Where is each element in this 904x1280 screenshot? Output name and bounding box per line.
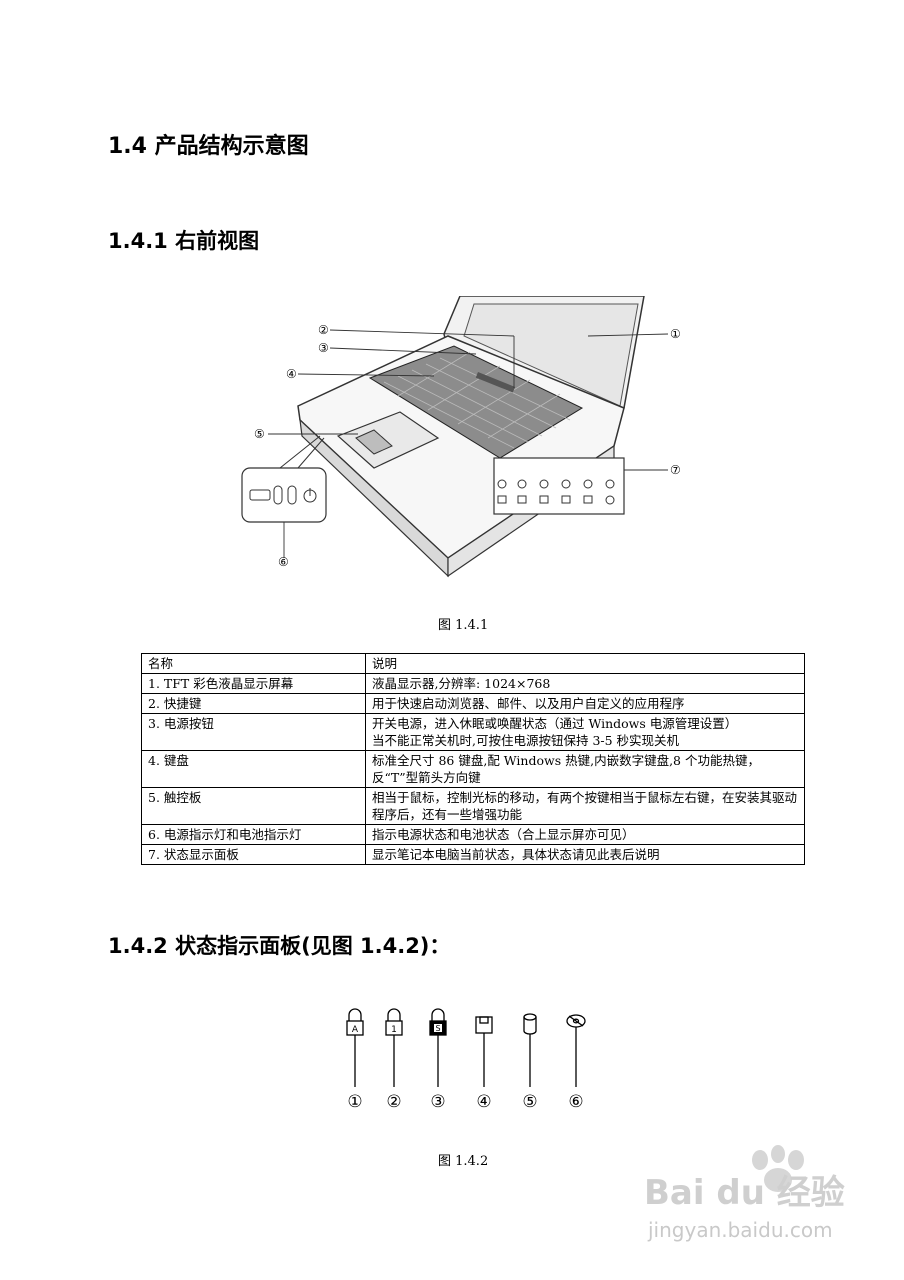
row-desc: 用于快速启动浏览器、邮件、以及用户自定义的应用程序 bbox=[365, 693, 805, 714]
svg-text:1: 1 bbox=[391, 1025, 397, 1035]
table-row: 3. 电源按钮 开关电源，进入休眠或唤醒状态（通过 Windows 电源管理设置… bbox=[141, 713, 805, 751]
row-desc: 液晶显示器,分辨率: 1024×768 bbox=[365, 673, 805, 694]
icon-number-1: ① bbox=[347, 1092, 362, 1112]
power-indicator-box bbox=[241, 467, 327, 523]
watermark-url: jingyan.baidu.com bbox=[648, 1218, 833, 1242]
row-desc: 指示电源状态和电池状态（合上显示屏亦可见） bbox=[365, 824, 805, 845]
table-row: 5. 触控板 相当于鼠标，控制光标的移动，有两个按键相当于鼠标左右键，在安装其驱… bbox=[141, 787, 805, 825]
row-desc: 显示笔记本电脑当前状态，具体状态请见此表后说明 bbox=[365, 844, 805, 865]
table-row: 1. TFT 彩色液晶显示屏幕 液晶显示器,分辨率: 1024×768 bbox=[141, 673, 805, 694]
row-name: 5. 触控板 bbox=[141, 787, 366, 825]
row-desc-line: 当不能正常关机时,可按住电源按钮保持 3-5 秒实现关机 bbox=[372, 733, 680, 748]
callout-7: ⑦ bbox=[670, 463, 681, 477]
callout-6: ⑥ bbox=[278, 555, 289, 569]
table-row: 7. 状态显示面板 显示笔记本电脑当前状态，具体状态请见此表后说明 bbox=[141, 844, 805, 865]
touchpad bbox=[336, 411, 440, 469]
row-desc-line: 开关电源，进入休眠或唤醒状态（通过 Windows 电源管理设置） bbox=[372, 716, 738, 731]
figure1-caption: 图 1.4.1 bbox=[438, 618, 489, 633]
icon-number-5: ⑤ bbox=[522, 1092, 537, 1112]
icon-number-4: ④ bbox=[476, 1092, 491, 1112]
row-desc: 开关电源，进入休眠或唤醒状态（通过 Windows 电源管理设置） 当不能正常关… bbox=[365, 713, 805, 751]
front-view-heading: 1.4.1 右前视图 bbox=[108, 229, 260, 253]
row-name: 4. 键盘 bbox=[141, 750, 366, 788]
table-row: 2. 快捷键 用于快速启动浏览器、邮件、以及用户自定义的应用程序 bbox=[141, 693, 805, 714]
callout-3: ③ bbox=[318, 341, 329, 355]
table-header-desc: 说明 bbox=[365, 653, 805, 674]
table-header-row: 名称 说明 bbox=[141, 653, 805, 674]
icon-number-6: ⑥ bbox=[568, 1092, 583, 1112]
row-name: 2. 快捷键 bbox=[141, 693, 366, 714]
svg-text:S: S bbox=[435, 1024, 440, 1033]
svg-text:A: A bbox=[352, 1025, 359, 1035]
status-icons-diagram: A 1 S ① ② ③ ④ ⑤ ⑥ bbox=[346, 1008, 586, 1112]
section-heading: 1.4 产品结构示意图 bbox=[108, 134, 309, 159]
keyboard bbox=[368, 345, 584, 459]
spec-table: 名称 说明 1. TFT 彩色液晶显示屏幕 液晶显示器,分辨率: 1024×76… bbox=[141, 653, 805, 865]
row-name: 6. 电源指示灯和电池指示灯 bbox=[141, 824, 366, 845]
table-row: 6. 电源指示灯和电池指示灯 指示电源状态和电池状态（合上显示屏亦可见） bbox=[141, 824, 805, 845]
icon-number-3: ③ bbox=[430, 1092, 445, 1112]
laptop-diagram: ① ② ③ ④ ⑤ ⑥ ⑦ bbox=[241, 296, 681, 578]
callout-5: ⑤ bbox=[254, 427, 265, 441]
row-desc: 标准全尺寸 86 键盘,配 Windows 热键,内嵌数字键盘,8 个功能热键，… bbox=[365, 750, 805, 788]
floppy-icon bbox=[475, 1016, 493, 1034]
table-row: 4. 键盘 标准全尺寸 86 键盘,配 Windows 热键,内嵌数字键盘,8 … bbox=[141, 750, 805, 788]
hdd-icon bbox=[523, 1013, 537, 1035]
callout-4: ④ bbox=[286, 367, 297, 381]
callout-2: ② bbox=[318, 323, 329, 337]
row-name: 7. 状态显示面板 bbox=[141, 844, 366, 865]
svg-text:Bai du 经验: Bai du 经验 bbox=[644, 1173, 845, 1213]
cd-icon bbox=[566, 1014, 586, 1028]
row-desc: 相当于鼠标，控制光标的移动，有两个按键相当于鼠标左右键，在安装其驱动程序后，还有… bbox=[365, 787, 805, 825]
icon-number-2: ② bbox=[386, 1092, 401, 1112]
table-header-name: 名称 bbox=[141, 653, 366, 674]
status-panel-box bbox=[493, 457, 625, 515]
status-panel-heading: 1.4.2 状态指示面板(见图 1.4.2)： bbox=[108, 934, 451, 958]
row-name: 3. 电源按钮 bbox=[141, 713, 366, 751]
row-name: 1. TFT 彩色液晶显示屏幕 bbox=[141, 673, 366, 694]
figure2-caption: 图 1.4.2 bbox=[438, 1154, 489, 1169]
baidu-watermark-logo: Bai du 经验 bbox=[644, 1145, 845, 1213]
callout-1: ① bbox=[670, 327, 681, 341]
